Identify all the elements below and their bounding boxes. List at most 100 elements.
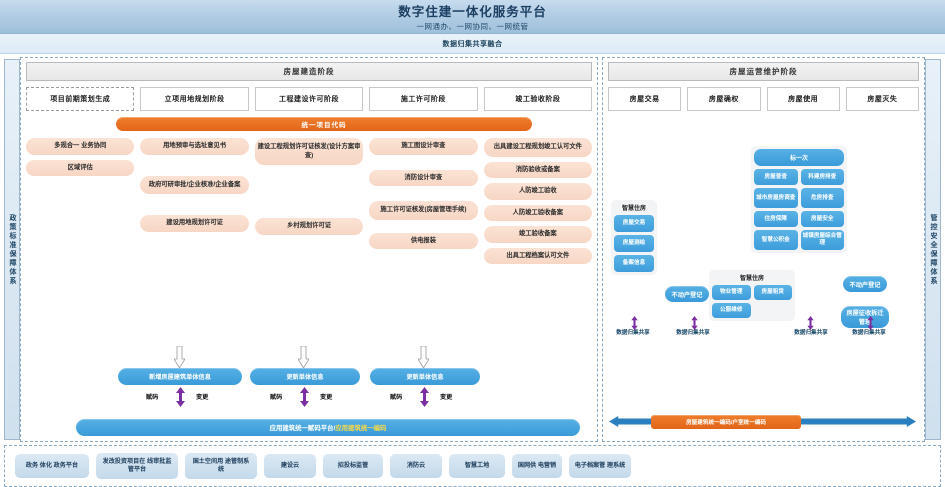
stage-box[interactable]: 房屋使用 bbox=[766, 87, 840, 111]
flow-zone: 新增房屋建筑单体信息 更新单体信息 更新单体信息 赋码 变更 赋码 变更 bbox=[26, 346, 592, 438]
standalone-chip[interactable]: 不动产登记 bbox=[665, 286, 709, 302]
bidirectional-arrow-icon bbox=[420, 387, 429, 412]
group-chip[interactable]: 房屋租赁 bbox=[753, 285, 792, 300]
system-chip[interactable]: 建设云 bbox=[264, 454, 316, 478]
bidirectional-arrow-icon bbox=[300, 387, 309, 412]
task-pill[interactable]: 出具工程档案认可文件 bbox=[483, 247, 593, 264]
smart-housing-grid: 物业管理 房屋租赁 公服维修 bbox=[712, 285, 792, 318]
task-pill[interactable]: 消防验收或备案 bbox=[483, 161, 593, 178]
task-column: 出具建设工程规划竣工认可文件 消防验收或备案 人防竣工验收 人防竣工验收备案 竣… bbox=[483, 138, 593, 344]
system-chip[interactable]: 发改投资项目在 线审批监管平台 bbox=[96, 453, 178, 479]
bidirectional-arrow-icon bbox=[867, 316, 876, 335]
right-side-band-label: 管控安全保障体系 bbox=[930, 213, 937, 286]
system-chip[interactable]: 招投标监管 bbox=[323, 454, 383, 478]
unified-survey-grid: 房屋普查 科建房排查 城市房屋房调查 危房排查 住房保障 房屋安全 智慧公积金 … bbox=[754, 169, 844, 250]
group-chip[interactable]: 城市房屋房调查 bbox=[754, 188, 798, 208]
group-chip[interactable]: 科建房排查 bbox=[800, 169, 844, 185]
group-chip[interactable]: 房屋安全 bbox=[800, 211, 844, 227]
down-arrow-icon bbox=[174, 346, 185, 368]
flow-box[interactable]: 更新单体信息 bbox=[250, 368, 360, 385]
stage-box[interactable]: 房屋确权 bbox=[687, 87, 761, 111]
share-note: 数据归集共享 bbox=[676, 330, 710, 336]
unified-coding-highlight: 应用建筑统一编码 bbox=[335, 425, 387, 432]
flow-box[interactable]: 新增房屋建筑单体信息 bbox=[118, 368, 242, 385]
stage-box[interactable]: 施工许可阶段 bbox=[369, 87, 478, 111]
bidirectional-arrow-icon bbox=[176, 387, 185, 412]
group-title: 智慧住房 bbox=[621, 206, 646, 212]
group-chip[interactable]: 城镇房屋综合管理 bbox=[800, 230, 844, 250]
task-pill[interactable]: 施工许可证核发(房屋管理手续) bbox=[369, 201, 478, 220]
stage-box[interactable]: 立项用地规划阶段 bbox=[140, 87, 249, 111]
arrow-label-left: 赋码 bbox=[146, 394, 159, 401]
system-chip[interactable]: 智慧工地 bbox=[449, 454, 505, 478]
task-pill[interactable]: 区域评估 bbox=[26, 159, 135, 176]
construction-phase-panel: 房屋建造阶段 项目前期策划生成 立项用地规划阶段 工程建设许可阶段 施工许可阶段… bbox=[20, 57, 598, 442]
data-integration-bar: 数据归集共享融合 bbox=[0, 34, 945, 54]
task-pill[interactable]: 竣工验收备案 bbox=[483, 226, 593, 243]
group-chip[interactable]: 房屋交易 bbox=[614, 215, 654, 232]
task-pill[interactable]: 供电报装 bbox=[369, 232, 478, 249]
group-chip[interactable]: 物业管理 bbox=[712, 285, 751, 300]
group-chip[interactable]: 公服维修 bbox=[712, 303, 751, 318]
task-pill[interactable]: 用地预审与选址意见书 bbox=[140, 138, 249, 155]
diagram-body: 政策标准保障体系 房屋建造阶段 项目前期策划生成 立项用地规划阶段 工程建设许可… bbox=[0, 54, 945, 442]
bidirectional-arrow-icon bbox=[631, 316, 640, 335]
panels-row: 房屋建造阶段 项目前期策划生成 立项用地规划阶段 工程建设许可阶段 施工许可阶段… bbox=[20, 57, 925, 442]
system-chip[interactable]: 消防云 bbox=[390, 454, 442, 478]
stage-box[interactable]: 房屋交易 bbox=[608, 87, 682, 111]
task-column: 建设工程规划许可证核发(设计方案审查) 乡村规划许可证 bbox=[254, 138, 364, 344]
group-chip[interactable]: 智慧公积金 bbox=[754, 230, 798, 250]
page-subtitle: 一网通办、一网协同、一网统管 bbox=[416, 22, 529, 31]
task-pill[interactable]: 人防竣工验收备案 bbox=[483, 204, 593, 221]
page-title: 数字住建一体化服务平台 bbox=[398, 5, 547, 19]
group-chip[interactable]: 危房排查 bbox=[800, 188, 844, 208]
stage-box[interactable]: 工程建设许可阶段 bbox=[254, 87, 364, 111]
operation-phase-title: 房屋运营维护阶段 bbox=[608, 62, 919, 81]
stage-box[interactable]: 项目前期策划生成 bbox=[26, 87, 135, 111]
group-chip[interactable]: 住房保障 bbox=[754, 211, 798, 227]
group-chip[interactable]: 房屋测绘 bbox=[614, 235, 654, 252]
operation-phase-panel: 房屋运营维护阶段 房屋交易 房屋确权 房屋使用 房屋灭失 智慧住房 房屋交易 房… bbox=[602, 57, 925, 442]
share-note: 数据归集共享 bbox=[794, 330, 828, 336]
task-pill[interactable]: 消防设计审查 bbox=[369, 169, 478, 186]
stage-box[interactable]: 竣工验收阶段 bbox=[483, 87, 593, 111]
unified-survey-group: 标一次 房屋普查 科建房排查 城市房屋房调查 危房排查 住房保障 房屋安全 智慧… bbox=[751, 146, 847, 253]
arrow-label-left: 赋码 bbox=[270, 394, 283, 401]
down-arrow-icon bbox=[418, 346, 429, 368]
unified-project-code-bar: 统一项目代码 bbox=[116, 117, 532, 131]
arrow-label-right: 变更 bbox=[320, 394, 333, 401]
task-pill[interactable]: 多规合一 业务协同 bbox=[26, 138, 135, 155]
group-title: 智慧住房 bbox=[739, 276, 764, 282]
task-pill[interactable]: 建设工程规划许可证核发(设计方案审查) bbox=[254, 138, 364, 165]
stage-box[interactable]: 房屋灭失 bbox=[845, 87, 919, 111]
system-chip[interactable]: 国网供 电营销 bbox=[512, 454, 562, 478]
group-chip[interactable]: 房屋普查 bbox=[754, 169, 798, 185]
task-pill[interactable]: 建设用地规划许可证 bbox=[140, 215, 249, 232]
task-pill[interactable]: 人防竣工验收 bbox=[483, 183, 593, 200]
arrow-label-right: 变更 bbox=[196, 394, 209, 401]
unified-survey-cap[interactable]: 标一次 bbox=[754, 149, 844, 166]
system-chip[interactable]: 国土空间用 途管制系统 bbox=[185, 453, 257, 479]
smart-housing-group-2: 智慧住房 物业管理 房屋租赁 公服维修 bbox=[709, 270, 795, 321]
task-column: 多规合一 业务协同 区域评估 bbox=[26, 138, 135, 344]
down-arrow-icon bbox=[298, 346, 309, 368]
standalone-chip[interactable]: 不动产登记 bbox=[843, 276, 887, 292]
task-pill[interactable]: 施工图设计审查 bbox=[369, 138, 478, 155]
task-column: 施工图设计审查 消防设计审查 施工许可证核发(房屋管理手续) 供电报装 bbox=[369, 138, 478, 344]
system-chip[interactable]: 政务 体化 政务平台 bbox=[15, 454, 89, 478]
standalone-chip[interactable]: 房屋征收拆迁管理 bbox=[841, 306, 889, 328]
operation-stage-row: 房屋交易 房屋确权 房屋使用 房屋灭失 bbox=[608, 87, 919, 111]
share-note: 数据归集共享 bbox=[852, 330, 886, 336]
group-chip[interactable]: 备案信息 bbox=[614, 255, 654, 272]
unified-coding-platform-bar[interactable]: 应用建筑统一赋码平台/应用建筑统一编码 bbox=[76, 419, 580, 436]
construction-phase-title: 房屋建造阶段 bbox=[26, 62, 592, 81]
flow-box[interactable]: 更新单体信息 bbox=[370, 368, 480, 385]
system-chip[interactable]: 电子档案管 理系统 bbox=[569, 454, 631, 478]
left-side-band-label: 政策标准保障体系 bbox=[9, 213, 16, 286]
panels-container: 房屋建造阶段 项目前期策划生成 立项用地规划阶段 工程建设许可阶段 施工许可阶段… bbox=[20, 57, 925, 442]
task-pill[interactable]: 政府可研审批/企业核准/企业备案 bbox=[140, 175, 249, 194]
bidirectional-arrow-icon bbox=[807, 316, 816, 335]
task-pill[interactable]: 乡村规划许可证 bbox=[254, 218, 364, 235]
task-pill[interactable]: 出具建设工程规划竣工认可文件 bbox=[483, 138, 593, 157]
share-bar-label: 房屋建筑统一编码/户室统一编码 bbox=[651, 415, 801, 429]
